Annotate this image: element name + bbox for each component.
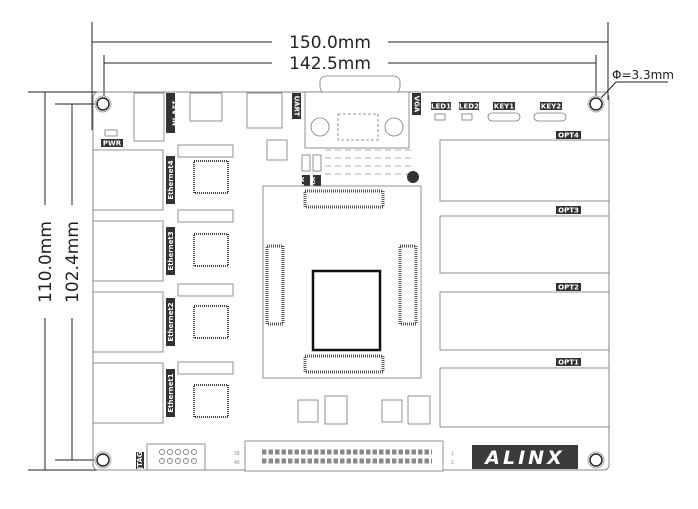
ethernet4-label: Ethernet4 <box>167 160 175 199</box>
sfp-cages <box>439 131 610 428</box>
orientation-arrow-icon <box>407 171 419 183</box>
mounting-hole-icon <box>589 97 603 111</box>
pwr-label: PWR <box>103 140 122 148</box>
pwr-led <box>104 129 118 137</box>
transformers <box>177 144 234 375</box>
usb-uart-connector <box>246 92 283 129</box>
uart-label-bg <box>292 93 301 119</box>
alinx-logo <box>472 445 578 469</box>
rx-label: RX <box>309 176 317 187</box>
power-switch <box>189 92 223 122</box>
vga-label-bg <box>412 93 421 115</box>
jtag-header <box>146 443 206 471</box>
led2 <box>461 113 473 121</box>
key1-label: KEY1 <box>494 103 514 111</box>
vga-label: VGA <box>413 96 421 113</box>
ethernet-ports <box>92 149 175 424</box>
key1-button <box>487 112 521 122</box>
opt4-label: OPT4 <box>558 132 579 140</box>
core-connector-left <box>265 244 285 326</box>
ethernet2-label: Ethernet2 <box>167 302 175 341</box>
power-jack <box>133 92 165 142</box>
ethernet3-label: Ethernet3 <box>167 231 175 270</box>
expansion-header <box>244 440 444 472</box>
hole-spacing-y-label: 102.4mm <box>63 221 83 303</box>
key2-label: KEY2 <box>541 103 561 111</box>
board-height-label: 110.0mm <box>36 221 56 303</box>
tx-label: TX <box>298 176 306 187</box>
hole-spacing-x-label: 142.5mm <box>289 54 371 74</box>
ethernet1-label: Ethernet1 <box>167 373 175 412</box>
pin-1-label: 1 <box>451 451 454 457</box>
jtag-pins <box>159 449 197 464</box>
fpga-chip <box>311 269 382 352</box>
core-connector-top <box>303 189 385 209</box>
dimension-height <box>28 91 112 471</box>
hole-diameter-leader <box>600 81 668 99</box>
led1-label: LED1 <box>431 103 451 111</box>
mounting-hole-icon <box>96 453 110 467</box>
power-in-label: 12V IN <box>171 100 179 126</box>
led1 <box>434 113 446 121</box>
bottom-components <box>297 395 431 425</box>
dimension-hole-spacing-x <box>103 55 597 104</box>
alinx-logo-text: ALINX <box>483 447 564 469</box>
mounting-holes <box>94 95 605 469</box>
fpga-core-board <box>262 185 422 379</box>
pwr-label-bg <box>101 139 123 147</box>
opt2-label: OPT2 <box>558 284 579 292</box>
phy-chips <box>193 160 229 418</box>
opt3-label: OPT3 <box>558 207 579 215</box>
board-width-label: 150.0mm <box>289 33 371 53</box>
vga-connector <box>304 75 410 149</box>
power-in-label-bg <box>166 93 175 133</box>
core-connector-bottom <box>303 354 385 374</box>
uart-chip <box>266 139 288 161</box>
core-connector-right <box>398 244 418 326</box>
mounting-hole-icon <box>589 453 603 467</box>
pin-39-label: 39 <box>234 451 240 457</box>
jtag-label: JTAG <box>136 451 144 470</box>
mounting-hole-icon <box>96 97 110 111</box>
dimension-width <box>91 22 609 130</box>
uart-label: UART <box>293 96 301 117</box>
opt1-label: OPT1 <box>558 359 579 367</box>
led2-label: LED2 <box>459 103 479 111</box>
passive-components <box>325 149 415 175</box>
key2-button <box>533 112 567 122</box>
hole-diameter-label: Φ=3.3mm <box>612 68 674 82</box>
pin-40-label: 40 <box>234 460 240 466</box>
pin-2-label: 2 <box>451 460 454 466</box>
